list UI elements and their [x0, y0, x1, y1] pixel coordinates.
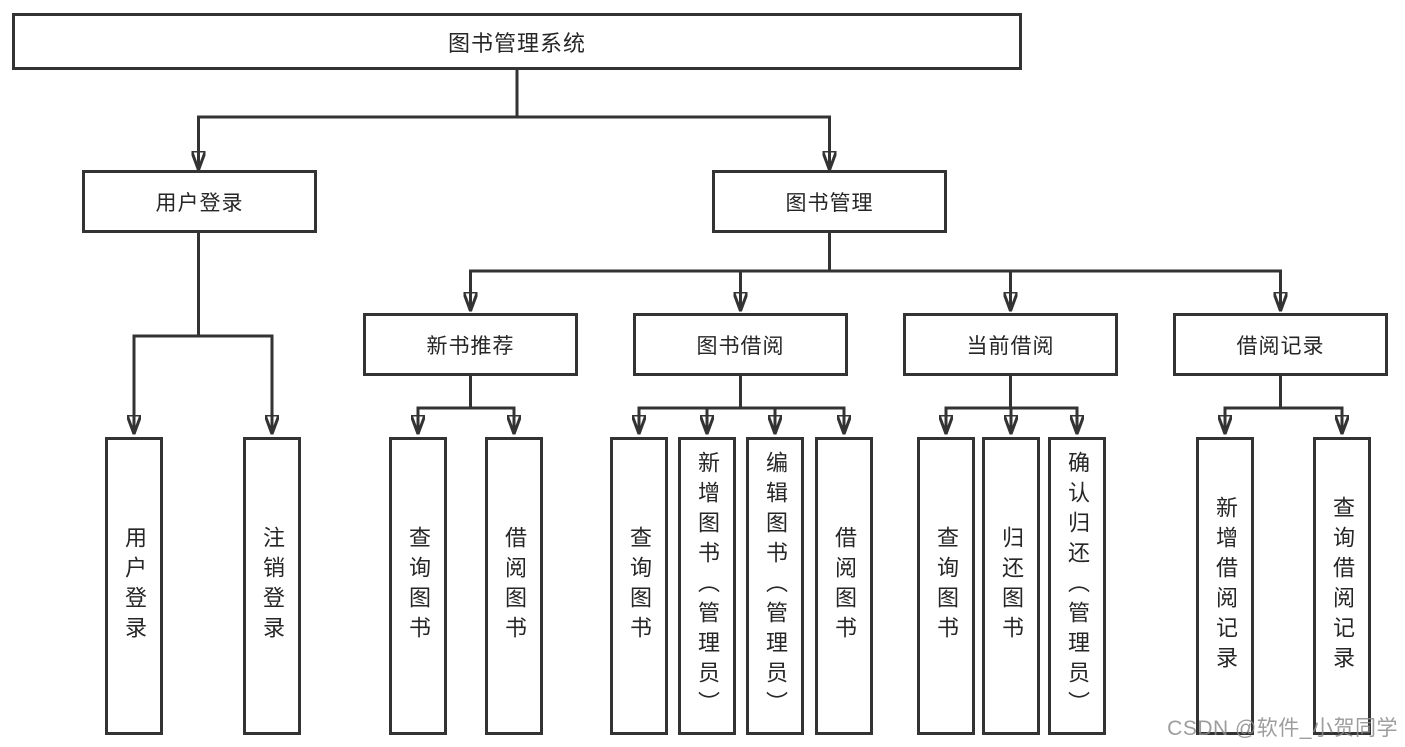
- node-leaf-nb-borrow-books: 借阅图书: [485, 437, 543, 735]
- node-leaf-nb-query-books: 查询图书: [389, 437, 447, 735]
- tree-trunk-lines: [132, 68, 1344, 410]
- node-leaf-cu-confirm-return-admin: 确认归还（管理员）: [1048, 437, 1106, 735]
- node-new-book-recommendation: 新书推荐: [363, 313, 578, 376]
- node-leaf-cu-return-books: 归还图书: [982, 437, 1040, 735]
- node-leaf-bw-edit-books-admin: 编辑图书（管理员）: [746, 437, 804, 735]
- node-leaf-bw-borrow-books: 借阅图书: [815, 437, 873, 735]
- node-book-management: 图书管理: [712, 170, 947, 233]
- node-borrowing-records: 借阅记录: [1173, 313, 1388, 376]
- node-leaf-bw-add-books-admin: 新增图书（管理员）: [678, 437, 736, 735]
- node-leaf-logout: 注销登录: [243, 437, 301, 735]
- node-leaf-user-login: 用户登录: [105, 437, 163, 735]
- node-book-borrowing: 图书借阅: [633, 313, 848, 376]
- arrow-edges: [134, 115, 1342, 435]
- node-user-login: 用户登录: [82, 170, 317, 233]
- watermark: CSDN @软件_小贺同学: [1167, 717, 1398, 740]
- node-current-borrowing: 当前借阅: [903, 313, 1118, 376]
- node-leaf-cu-query-books: 查询图书: [917, 437, 975, 735]
- node-leaf-rc-query-record: 查询借阅记录: [1313, 437, 1371, 735]
- node-system-root: 图书管理系统: [12, 13, 1022, 70]
- node-leaf-bw-query-books: 查询图书: [610, 437, 668, 735]
- node-leaf-rc-add-record: 新增借阅记录: [1196, 437, 1254, 735]
